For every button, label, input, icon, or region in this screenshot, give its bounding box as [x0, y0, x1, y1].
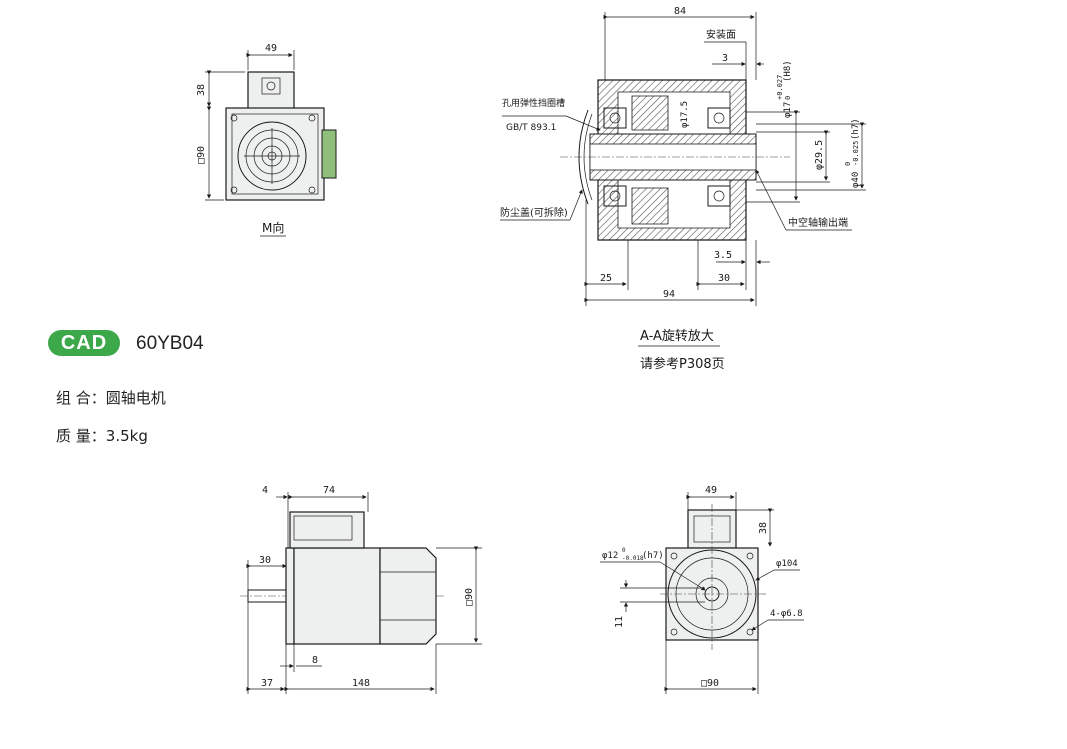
m-view: 49 38 □90 M向 — [196, 43, 337, 237]
front-dim-shaft-tol: 0 — [622, 547, 626, 554]
front-dim-shaft: φ12 — [602, 551, 618, 561]
sec-dim-40-fit: (h7) — [851, 118, 861, 140]
bearing-right-bottom — [707, 185, 731, 207]
terminal-box-side — [289, 511, 365, 549]
front-dim-11: 11 — [614, 616, 625, 628]
front-dim-holes: 4-φ6.8 — [770, 609, 803, 619]
motor-flange-m — [225, 107, 325, 201]
section-caption-title: A-A旋转放大 — [640, 329, 714, 344]
sec-dim-17-5: φ17.5 — [680, 101, 690, 128]
gear-upper — [631, 95, 669, 131]
side-dim-30: 30 — [259, 555, 271, 566]
label-hollow-shaft: 中空轴输出端 — [788, 216, 848, 229]
side-view: 74 4 30 □90 8 37 148 — [240, 485, 482, 694]
terminal-cap — [261, 77, 281, 95]
label-circlip: 孔用弹性挡圈槽 — [502, 97, 565, 109]
side-dim-148: 148 — [352, 678, 370, 689]
front-dim-104: φ104 — [776, 559, 798, 569]
sec-dim-94: 94 — [663, 289, 675, 300]
spec-mass-value: 3.5kg — [105, 427, 148, 445]
fan-cover-side — [379, 547, 437, 645]
m-dim-49: 49 — [265, 43, 277, 54]
sec-dim-84: 84 — [674, 6, 686, 17]
front-dim-shaft-fit: (h7) — [642, 551, 664, 561]
gear-lower — [631, 187, 669, 225]
sec-dim-40-tol2: -0.025 — [852, 141, 860, 166]
m-dim-square: □90 — [196, 146, 207, 164]
spec-mass: 质 量：3.5kg — [56, 425, 148, 446]
sec-dim-bore-tol: +0.027 — [776, 75, 784, 100]
sec-dim-25: 25 — [600, 273, 612, 284]
label-dust-cover: 防尘盖(可拆除) — [500, 206, 568, 219]
dust-cover — [578, 109, 589, 205]
terminal-box — [247, 71, 295, 111]
m-dim-38: 38 — [196, 84, 207, 96]
label-mount-face: 安装面 — [706, 28, 736, 41]
terminal-green — [321, 129, 337, 179]
bearing-left-top — [603, 107, 627, 129]
label-gbt: GB/T 893.1 — [506, 123, 556, 133]
flange-plate-side — [285, 547, 295, 645]
spec-combination-label: 组 合： — [56, 389, 106, 407]
m-view-caption: M向 — [262, 220, 284, 235]
motor-body-side — [293, 547, 381, 645]
sec-dim-40: φ40 — [851, 172, 861, 188]
spec-combination-value: 圆轴电机 — [105, 389, 166, 407]
sec-dim-bore-tol2: 0 — [784, 96, 792, 100]
sec-dim-3: 3 — [722, 53, 728, 64]
side-dim-8: 8 — [312, 655, 318, 666]
side-dim-74: 74 — [323, 485, 335, 496]
section-view: 84 安装面 3 φ17 +0.027 0 (H8) φ29.5 φ40 0 -… — [500, 6, 866, 372]
sec-dim-40-tol: 0 — [844, 162, 852, 166]
spec-combination: 组 合：圆轴电机 — [56, 387, 166, 408]
side-dim-37: 37 — [261, 678, 273, 689]
sec-dim-bore-fit: (H8) — [783, 60, 793, 82]
bearing-right-top — [707, 107, 731, 129]
side-dim-90: □90 — [464, 588, 475, 606]
front-dim-square: □90 — [701, 678, 719, 689]
sec-dim-29-5: φ29.5 — [814, 140, 825, 170]
front-dim-38: 38 — [758, 522, 769, 534]
front-view: 49 38 φ12 0 -0.018 (h7) φ104 4-φ6.8 11 □… — [600, 485, 804, 694]
model-number: 60YB04 — [136, 333, 204, 354]
front-dim-shaft-tol2: -0.018 — [622, 555, 644, 562]
cad-badge[interactable]: CAD — [48, 330, 120, 356]
sec-dim-bore: φ17 — [783, 102, 793, 118]
front-dim-49: 49 — [705, 485, 717, 496]
sec-dim-30: 30 — [718, 273, 730, 284]
spec-mass-label: 质 量： — [56, 427, 106, 445]
side-dim-4: 4 — [262, 485, 268, 496]
section-caption-ref: 请参考P308页 — [640, 356, 725, 372]
bearing-left-bottom — [603, 185, 627, 207]
sec-dim-3-5: 3.5 — [714, 250, 732, 261]
